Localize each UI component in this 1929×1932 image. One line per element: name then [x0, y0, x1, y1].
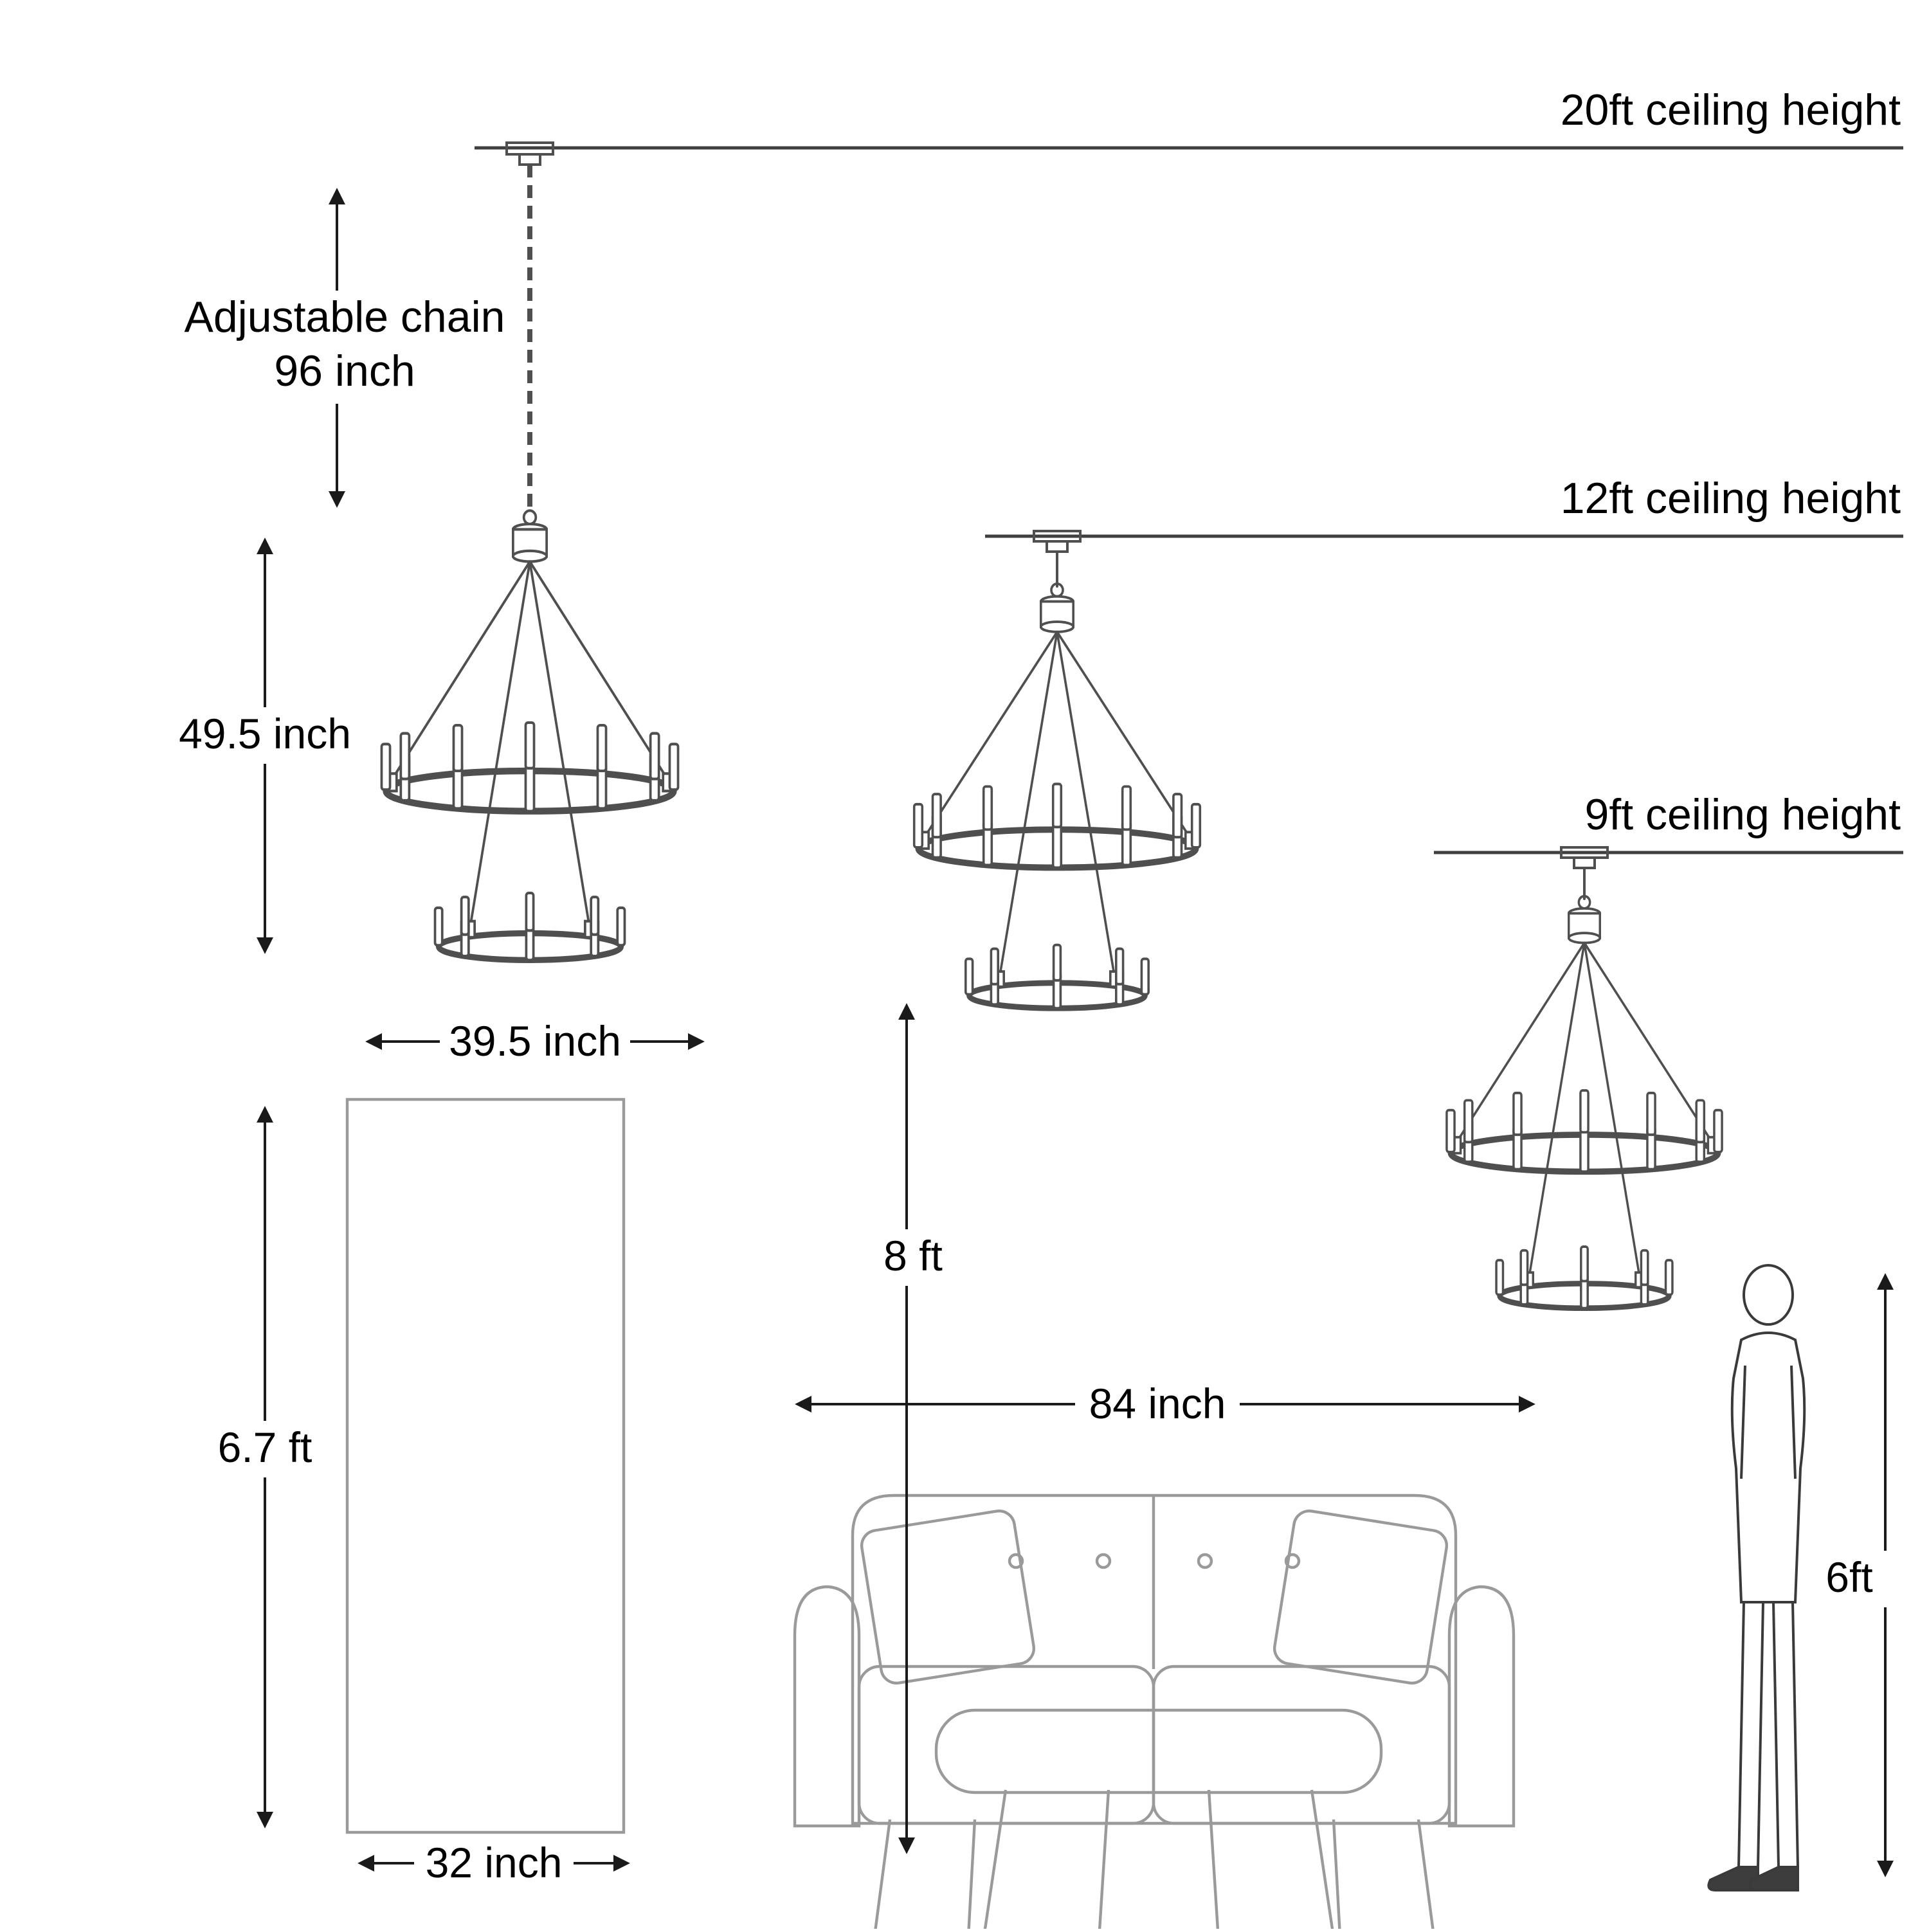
chandelier-20ft-fixture	[381, 510, 678, 960]
chandelier-12ft	[914, 530, 1200, 1008]
chandelier-20ft	[381, 141, 678, 960]
sofa-arm-left	[793, 1585, 861, 1828]
fixture-width-label: 39.5 inch	[449, 1017, 621, 1065]
sofa-button	[1095, 1553, 1112, 1569]
sofa-width-label: 84 inch	[1089, 1380, 1226, 1427]
fixture-height-label: 49.5 inch	[179, 710, 351, 757]
hang-height-label: 8 ft	[883, 1232, 943, 1279]
chandelier-12ft-fixture	[914, 584, 1200, 1008]
person-leg-right	[1771, 1601, 1800, 1868]
door-outline	[345, 1097, 626, 1834]
sofa-seat-cushion-right	[1152, 1665, 1451, 1825]
person-height-label: 6ft	[1825, 1553, 1872, 1601]
person-leg-left	[1737, 1601, 1765, 1868]
door-height-label: 6.7 ft	[218, 1423, 312, 1471]
ceiling-label-20ft: 20ft ceiling height	[1561, 86, 1901, 134]
person-foot-left	[1707, 1866, 1759, 1891]
sofa-seat-cushion-left	[857, 1665, 1155, 1825]
person	[1707, 1264, 1806, 1891]
person-torso	[1730, 1332, 1806, 1603]
ceiling-12ft: 12ft ceiling height	[985, 474, 1903, 538]
chain-label-line2: 96 inch	[274, 347, 415, 395]
throw-pillow-left	[860, 1509, 1036, 1685]
chandelier-9ft	[1447, 846, 1722, 1308]
person-head	[1743, 1264, 1794, 1326]
sofa	[793, 1494, 1516, 1932]
sofa-back	[851, 1494, 1458, 1825]
sofa-arm-right	[1447, 1585, 1516, 1828]
ceiling-9ft: 9ft ceiling height	[1434, 790, 1903, 854]
ceiling-label-12ft: 12ft ceiling height	[1561, 474, 1901, 523]
sofa-button	[1284, 1553, 1301, 1569]
ceiling-20ft: 20ft ceiling height	[475, 86, 1903, 150]
ceiling-label-9ft: 9ft ceiling height	[1585, 790, 1901, 839]
chain-label-line1: Adjustable chain	[184, 293, 505, 341]
door-width-label: 32 inch	[426, 1839, 563, 1886]
sofa-button	[1008, 1553, 1024, 1569]
coffee-table	[934, 1708, 1383, 1932]
sofa-button	[1197, 1553, 1213, 1569]
throw-pillow-right	[1272, 1509, 1449, 1685]
person-foot-right	[1748, 1866, 1799, 1891]
dimension-labels: Adjustable chain 96 inch 49.5 inch 39.5 …	[162, 291, 1890, 1890]
chandelier-9ft-fixture	[1447, 896, 1722, 1308]
coffee-table-top	[934, 1708, 1383, 1794]
